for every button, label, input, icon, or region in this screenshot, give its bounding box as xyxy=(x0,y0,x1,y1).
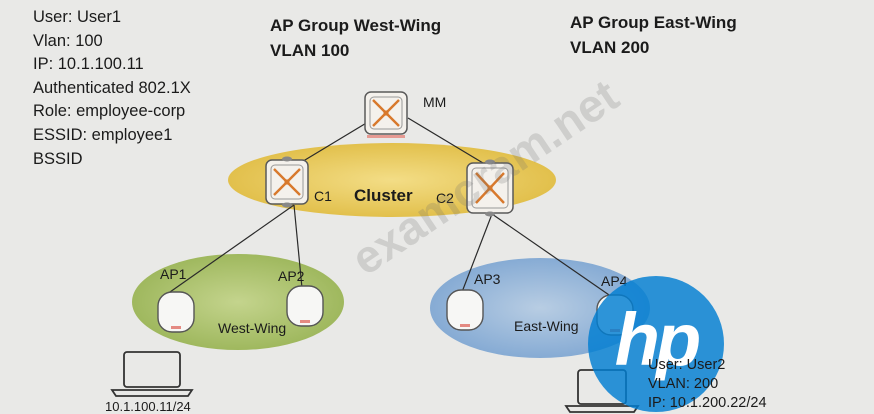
ap3-access-point-icon xyxy=(446,289,484,331)
east-group-title: AP Group East-Wing VLAN 200 xyxy=(570,10,737,60)
user2-name: User: User2 xyxy=(648,357,726,373)
user2-vlan: VLAN: 200 xyxy=(648,376,719,392)
east-wing-label: East-Wing xyxy=(514,318,579,334)
c1-label: C1 xyxy=(314,188,332,204)
east-group-vlan: VLAN 200 xyxy=(570,38,650,57)
cluster-label: Cluster xyxy=(354,186,413,205)
ap2-access-point-icon xyxy=(286,285,324,327)
ap2-label: AP2 xyxy=(278,268,305,284)
west-group-vlan: VLAN 100 xyxy=(270,41,350,60)
user1-info-block: User: User1 Vlan: 100 IP: 10.1.100.11 Au… xyxy=(33,6,191,171)
user1-role: Role: employee-corp xyxy=(33,102,186,121)
west-wing-label: West-Wing xyxy=(218,320,287,336)
laptop-user1-icon xyxy=(110,351,194,397)
user2-ip: IP: 10.1.200.22/24 xyxy=(648,395,767,411)
ap3-label: AP3 xyxy=(474,271,501,287)
c2-label: C2 xyxy=(436,190,454,206)
hp-logo: hp xyxy=(588,276,724,412)
east-group-name: AP Group East-Wing xyxy=(570,13,737,32)
c2-controller-icon xyxy=(466,159,514,217)
user1-bssid: BSSID xyxy=(33,149,83,168)
user1-vlan: Vlan: 100 xyxy=(33,31,103,50)
c1-controller-icon xyxy=(265,156,309,208)
west-group-name: AP Group West-Wing xyxy=(270,16,442,35)
network-links xyxy=(169,117,613,298)
mm-label: MM xyxy=(423,94,447,110)
ap1-label: AP1 xyxy=(160,266,187,282)
west-group-title: AP Group West-Wing VLAN 100 xyxy=(270,13,441,63)
mm-controller-icon xyxy=(364,91,408,138)
ap1-access-point-icon xyxy=(157,291,195,333)
user1-name: User: User1 xyxy=(33,8,122,26)
user1-auth: Authenticated 802.1X xyxy=(33,78,191,97)
laptop1-ip-label: 10.1.100.11/24 xyxy=(105,399,191,414)
user1-essid: ESSID: employee1 xyxy=(33,125,173,144)
user2-info-block: User: User2 VLAN: 200 IP: 10.1.200.22/24 xyxy=(648,356,767,413)
user1-ip: IP: 10.1.100.11 xyxy=(33,55,144,74)
